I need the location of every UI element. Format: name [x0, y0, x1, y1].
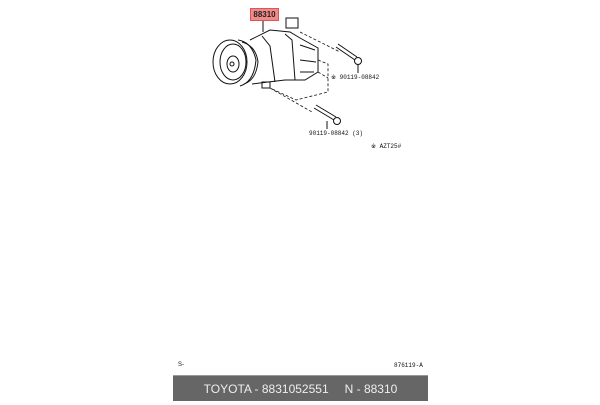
part-number-label[interactable]: 88310 — [250, 8, 279, 21]
bolt-callout-2: 90119-08842 (3) — [309, 130, 364, 137]
brand-part-number: TOYOTA - 8831052551 — [203, 381, 329, 396]
reference-number: N - 88310 — [344, 381, 398, 396]
footer-bar: TOYOTA - 8831052551 N - 88310 — [173, 375, 428, 401]
page-prefix: S- — [178, 362, 184, 368]
bolt-callout-1: ※ 90119-08842 — [331, 74, 380, 81]
model-callout: ※ AZT25# — [371, 143, 402, 150]
diagram-id: 876119-A — [394, 362, 423, 369]
